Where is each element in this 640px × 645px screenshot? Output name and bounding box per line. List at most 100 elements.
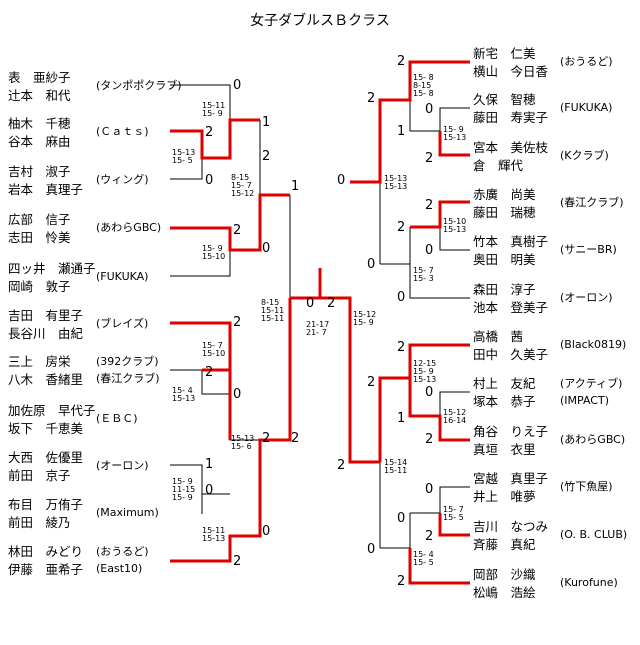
- club-name: (O. B. CLUB): [560, 528, 628, 541]
- player-name: 坂下 千恵美: [8, 421, 84, 436]
- game-score: 15-11 15- 9: [202, 101, 226, 118]
- player-name: 久保 智穂: [473, 92, 536, 107]
- game-score: 15- 8 8-15 15- 8: [413, 73, 434, 98]
- match-score: 1: [205, 457, 214, 472]
- match-score: 2: [425, 529, 434, 544]
- game-score: 8-15 15-11 15-11: [261, 298, 285, 323]
- player-name: 八木 香緒里: [8, 372, 84, 387]
- match-score: 2: [327, 296, 336, 311]
- match-score: 0: [262, 241, 271, 256]
- club-name: (Kクラブ): [560, 149, 609, 162]
- club-name: (Black0819): [560, 338, 627, 351]
- club-name: (ブレイズ): [96, 317, 149, 330]
- player-name: 藤田 寿実子: [473, 110, 549, 125]
- match-score: 2: [262, 149, 271, 164]
- match-score: 0: [425, 102, 434, 117]
- club-name: (オーロン): [560, 291, 613, 304]
- bracket-lines-black: [170, 65, 470, 549]
- club-name: (Kurofune): [560, 576, 618, 589]
- match-score: 0: [367, 257, 376, 272]
- player-name: 表 亜紗子: [8, 70, 71, 85]
- player-name: 布目 万侑子: [8, 497, 84, 512]
- game-score: 21-17 21- 7: [306, 320, 330, 337]
- player-name: 長谷川 由紀: [8, 326, 84, 341]
- match-score: 0: [337, 173, 346, 188]
- match-score: 1: [291, 179, 300, 194]
- game-score: 15-13 15-13: [384, 174, 408, 191]
- club-name: (ＥＢＣ): [96, 412, 138, 425]
- match-score: 2: [205, 125, 214, 140]
- match-score: 2: [233, 223, 242, 238]
- player-name: 池本 登美子: [473, 300, 549, 315]
- match-score: 2: [397, 340, 406, 355]
- match-score: 0: [205, 483, 214, 498]
- player-name: 広部 信子: [8, 212, 71, 227]
- player-name: 加佐原 早代子: [8, 403, 96, 418]
- player-name: 横山 今日香: [473, 64, 549, 79]
- match-score: 0: [397, 511, 406, 526]
- match-score: 0: [425, 482, 434, 497]
- player-name: 岡崎 敦子: [8, 279, 71, 294]
- player-name: 前田 綾乃: [8, 515, 71, 530]
- club-name: (IMPACT): [560, 394, 609, 407]
- match-score: 1: [397, 124, 406, 139]
- game-score: 15- 9 15-10: [202, 244, 226, 261]
- page-title: 女子ダブルスＢクラス: [250, 13, 390, 29]
- match-score: 2: [233, 554, 242, 569]
- match-score: 0: [205, 173, 214, 188]
- game-score: 15-13 15- 5: [172, 148, 196, 165]
- player-name: 伊藤 亜希子: [8, 562, 84, 577]
- player-name: 吉村 淑子: [8, 164, 71, 179]
- club-name: (FUKUKA): [96, 270, 149, 283]
- player-name: 辻本 和代: [8, 88, 71, 103]
- club-name: (FUKUKA): [560, 101, 613, 114]
- player-name: 宮越 真里子: [473, 471, 549, 486]
- player-name: 岡部 沙織: [473, 567, 536, 582]
- match-score: 2: [397, 574, 406, 589]
- match-score: 0: [397, 290, 406, 305]
- match-score: 2: [425, 151, 434, 166]
- match-score: 2: [367, 91, 376, 106]
- club-name: (East10): [96, 562, 143, 575]
- game-score: 12-15 15- 9 15-13: [413, 359, 437, 384]
- player-name: 真垣 衣里: [473, 442, 536, 457]
- match-score: 2: [367, 375, 376, 390]
- match-score: 2: [337, 458, 346, 473]
- player-name: 新宅 仁美: [473, 46, 536, 61]
- game-score: 15-12 15- 9: [353, 310, 377, 327]
- match-score: 2: [397, 54, 406, 69]
- club-name: (おうるど): [96, 545, 149, 558]
- player-name: 松嶋 浩絵: [473, 585, 536, 600]
- match-score: 2: [397, 220, 406, 235]
- player-name: 吉川 なつみ: [473, 519, 549, 534]
- player-name: 三上 房栄: [8, 354, 71, 369]
- player-name: 斉藤 真紀: [473, 537, 536, 552]
- game-score: 15-10 15-13: [443, 217, 467, 234]
- game-score: 15- 7 15- 3: [413, 266, 434, 283]
- player-name: 林田 みどり: [8, 544, 84, 559]
- match-score: 2: [205, 365, 214, 380]
- club-name: (Maximum): [96, 506, 159, 519]
- match-score: 0: [233, 387, 242, 402]
- match-score: 2: [291, 431, 300, 446]
- match-score: 0: [262, 524, 271, 539]
- player-name: 奥田 明美: [473, 252, 536, 267]
- player-name: 宮本 美佐枝: [473, 140, 549, 155]
- player-name: 倉 輝代: [473, 158, 524, 173]
- player-name: 前田 京子: [8, 468, 71, 483]
- match-score: 2: [233, 315, 242, 330]
- player-name: 角谷 りえ子: [473, 424, 549, 439]
- match-score: 2: [425, 198, 434, 213]
- player-name: 高橋 茜: [473, 329, 524, 344]
- club-name: (オーロン): [96, 459, 149, 472]
- player-name: 田中 久美子: [473, 347, 549, 362]
- club-name: (Ｃａｔｓ): [96, 125, 149, 138]
- match-score: 0: [367, 542, 376, 557]
- game-score: 15-14 15-11: [384, 458, 408, 475]
- player-name: 柚木 千穂: [8, 116, 71, 131]
- club-name: (春江クラブ): [96, 372, 160, 385]
- player-name: 赤廣 尚美: [473, 187, 536, 202]
- game-score: 15- 7 15- 5: [443, 505, 464, 522]
- player-name: 井上 唯夢: [473, 489, 536, 504]
- game-score: 8-15 15- 7 15-12: [231, 173, 255, 198]
